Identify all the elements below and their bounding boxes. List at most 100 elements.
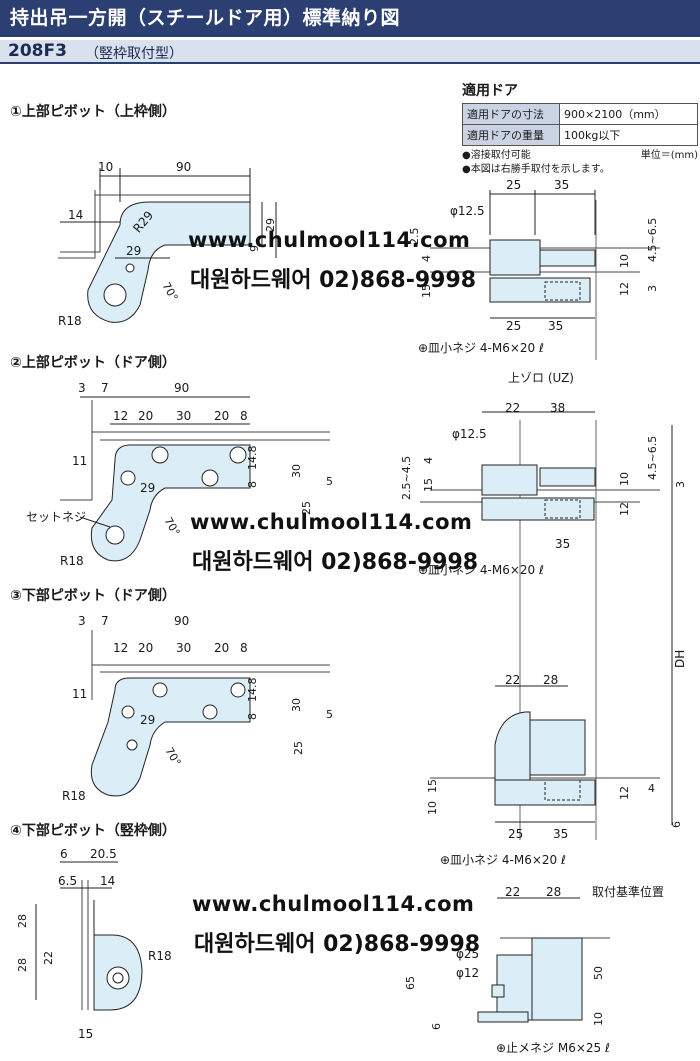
section-heading-1: ①上部ピボット（上枠側） (10, 104, 176, 120)
dim-label: 2.5~4.5 (400, 456, 413, 500)
spec-row-value: 100kg以下 (559, 124, 698, 146)
dim-label: 29 (126, 244, 141, 258)
dim-label: 3 (78, 381, 86, 395)
dim-label: 90 (174, 614, 189, 628)
dim-label: 8 (240, 409, 248, 423)
dim-label: 15 (426, 779, 439, 793)
dim-label: 38 (550, 401, 565, 415)
dim-label: 15 (422, 478, 435, 492)
drawing-section-2: 3 7 90 12 20 30 20 8 11 29 70° R18 セットネジ… (26, 381, 333, 568)
model-bar: 208F3 （竪枠取付型） (0, 40, 700, 64)
dim-label: 29 (264, 218, 277, 232)
spec-row-label: 適用ドアの重量 (462, 124, 560, 146)
unit-note: 単位＝(mm) (640, 150, 698, 161)
dim-label: R18 (148, 949, 172, 963)
dim-label: φ12.5 (452, 427, 487, 441)
dim-label: φ25 (456, 947, 479, 961)
uz-label: 上ゾロ (UZ) (508, 371, 574, 385)
dim-label: 8 (246, 481, 259, 488)
dim-label: 11 (72, 454, 87, 468)
dim-label: 12 (618, 502, 631, 516)
page-title: 持出吊一方開（スチールドア用）標準納り図 (0, 0, 700, 37)
dim-label: 30 (290, 698, 303, 712)
screw-label: ⊕止メネジ M6×25 ℓ (496, 1041, 610, 1055)
dim-label: 25 (300, 501, 313, 515)
dim-label: 10 (618, 472, 631, 486)
dim-label: 14.8 (246, 678, 259, 703)
dim-label: 4.5~6.5 (646, 436, 659, 480)
dim-label: 14.8 (246, 446, 259, 471)
model-type: （竪枠取付型） (85, 46, 183, 62)
dim-label: 4 (420, 255, 433, 262)
dim-label: 22 (505, 673, 520, 687)
dim-label: 25 (506, 319, 521, 333)
set-screw-label: セットネジ (26, 510, 86, 524)
watermark-phone: 대원하드웨어 02)868-9998 (194, 932, 481, 957)
spec-table: 適用ドアの寸法 900×2100（mm） 適用ドアの重量 100kg以下 (462, 103, 698, 146)
watermark-url: www.chulmool114.com (190, 510, 473, 534)
section-heading-2: ②上部ピボット（ドア側） (10, 355, 176, 371)
dim-label: 14 (100, 874, 115, 888)
dim-label: 15 (420, 284, 433, 298)
dim-label: 3 (674, 481, 687, 488)
dim-label: 30 (290, 464, 303, 478)
dim-label: R18 (58, 314, 82, 328)
section-heading-4: ④下部ピボット（竪枠側） (10, 823, 176, 839)
dim-label: 28 (16, 958, 29, 972)
dim-label: 25 (292, 741, 305, 755)
dim-label: 7 (101, 614, 109, 628)
dim-label: 8 (246, 713, 259, 720)
dim-label: 4 (422, 457, 435, 464)
dim-label: 6 (670, 821, 683, 828)
spec-notes: ●溶接取付可能単位＝(mm) ●本図は右勝手取付を示します。 (462, 149, 698, 177)
dim-label: 8 (240, 641, 248, 655)
dim-label: 35 (555, 537, 570, 551)
watermark-phone: 대원하드웨어 02)868-9998 (192, 550, 479, 575)
watermark-url: www.chulmool114.com (192, 892, 475, 916)
dim-label: 3 (78, 614, 86, 628)
dim-label: 25 (506, 178, 521, 192)
dim-label: 20 (214, 409, 229, 423)
dim-label: 35 (554, 178, 569, 192)
watermark-phone: 대원하드웨어 02)868-9998 (190, 268, 477, 293)
dim-label: R18 (60, 554, 84, 568)
dim-label: 10 (618, 254, 631, 268)
drawing-section-3: 3 7 90 12 20 30 20 8 11 29 70° R18 14.8 … (62, 614, 333, 803)
dim-label: 30 (176, 641, 191, 655)
section-heading-3: ③下部ピボット（ドア側） (10, 588, 176, 604)
dim-label: 30 (176, 409, 191, 423)
dim-label: 5 (326, 708, 333, 721)
dim-label: 4 (648, 782, 655, 795)
dim-label: 5 (326, 475, 333, 488)
dim-label: 12 (113, 409, 128, 423)
dim-label: 6 (430, 1023, 443, 1030)
dim-label: 28 (543, 673, 558, 687)
dim-label: 20.5 (90, 847, 117, 861)
dim-label: 90 (174, 381, 189, 395)
dim-label: R18 (62, 789, 86, 803)
dim-label: φ12.5 (450, 204, 485, 218)
spec-row: 適用ドアの重量 100kg以下 (462, 124, 698, 146)
dim-label: 10 (426, 801, 439, 815)
dim-label: 29 (140, 713, 155, 727)
dim-label: 12 (113, 641, 128, 655)
spec-block: 適用ドア 適用ドアの寸法 900×2100（mm） 適用ドアの重量 100kg以… (462, 80, 698, 177)
drawing-section-1-side: 25 35 φ12.5 25 35 2.5 4 15 4.5~6.5 10 12… (408, 178, 660, 385)
dim-label: 14 (68, 208, 83, 222)
dim-label: 29 (140, 481, 155, 495)
screw-label: ⊕皿小ネジ 4-M6×20 ℓ (440, 853, 566, 867)
dim-label: 9 (248, 245, 261, 252)
dim-label: 70° (162, 745, 183, 768)
spec-note-right-hand: ●本図は右勝手取付を示します。 (462, 164, 610, 175)
screw-label: ⊕皿小ネジ 4-M6×20 ℓ (418, 563, 544, 577)
dim-label: 6.5 (58, 874, 77, 888)
spec-row-label: 適用ドアの寸法 (462, 103, 560, 125)
dim-label: 11 (72, 687, 87, 701)
spec-row: 適用ドアの寸法 900×2100（mm） (462, 103, 698, 125)
dim-label: 35 (553, 827, 568, 841)
dim-label: 90 (176, 160, 191, 174)
dim-label: 12 (618, 786, 631, 800)
dim-label: 70° (161, 515, 182, 538)
dim-label: 12 (618, 282, 631, 296)
